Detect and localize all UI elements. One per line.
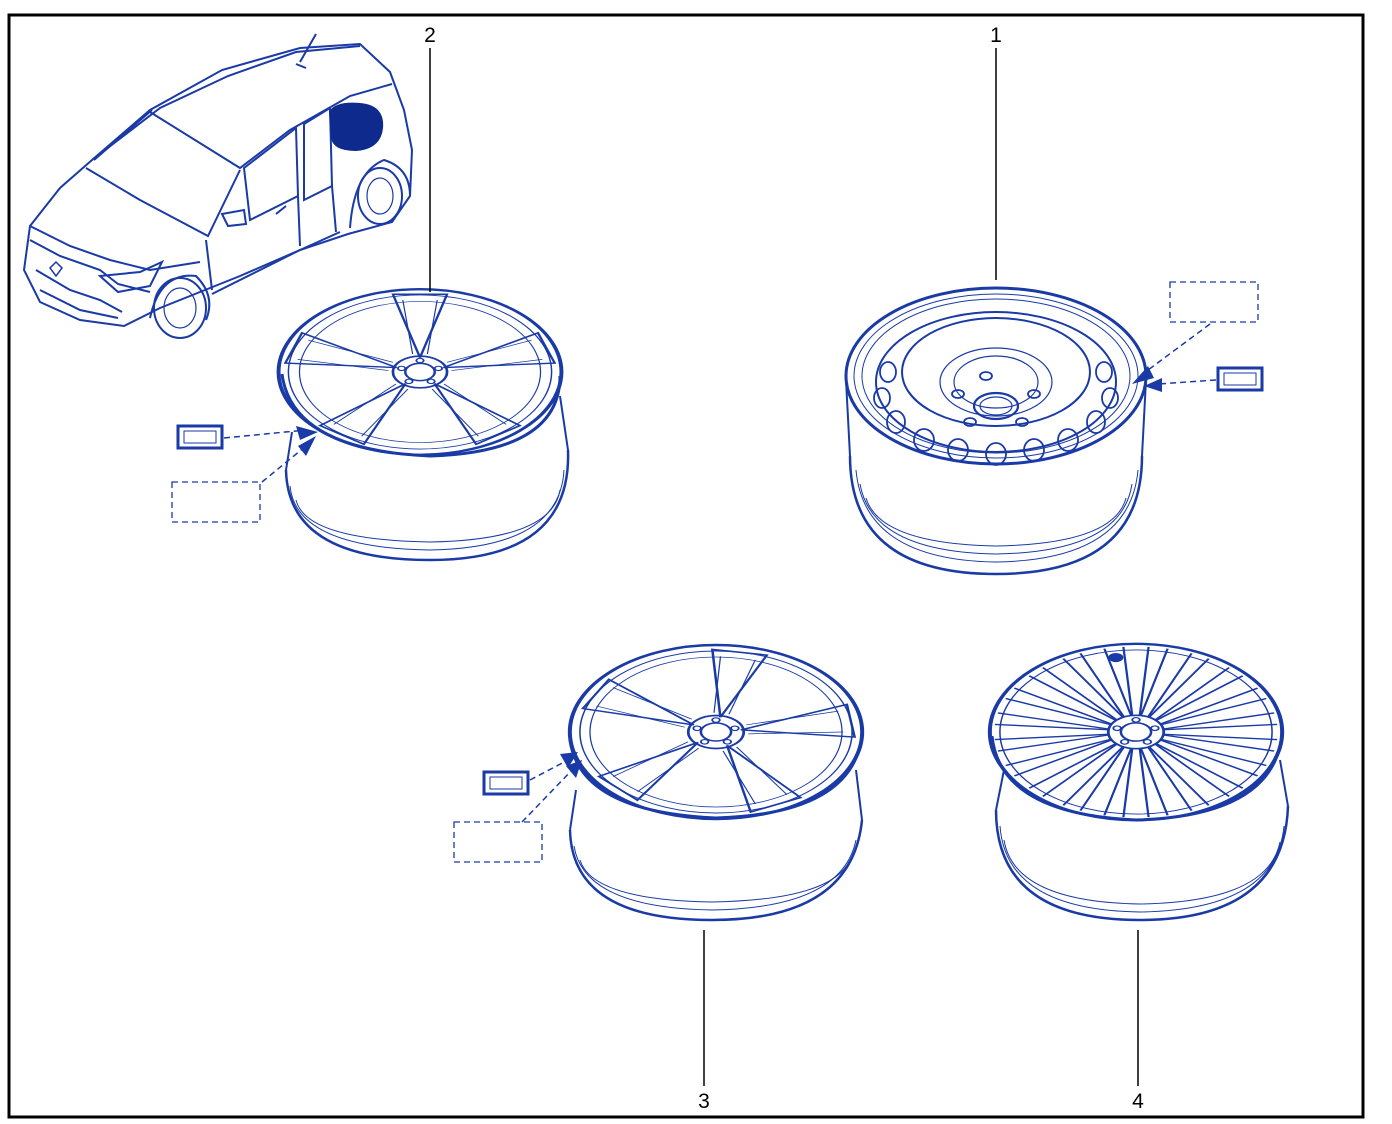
label-placeholder-icon <box>1169 281 1259 323</box>
label-placeholder-icon <box>453 821 543 863</box>
diagram-frame <box>7 13 1365 1119</box>
label-sticker-icon <box>176 424 224 450</box>
callout-1: 1 <box>990 24 1002 47</box>
callout-4: 4 <box>1132 1090 1144 1113</box>
label-placeholder-icon <box>171 481 261 523</box>
callout-2: 2 <box>424 24 436 47</box>
wheel-1 <box>844 286 1148 576</box>
callout-3: 3 <box>698 1090 710 1113</box>
car-location-icon <box>22 33 414 339</box>
label-sticker-icon <box>1216 366 1264 392</box>
wheel-3 <box>567 643 865 922</box>
location-marker <box>328 102 384 152</box>
wheel-4 <box>987 642 1290 922</box>
wheel-2 <box>276 288 570 562</box>
label-sticker-icon <box>482 770 530 796</box>
